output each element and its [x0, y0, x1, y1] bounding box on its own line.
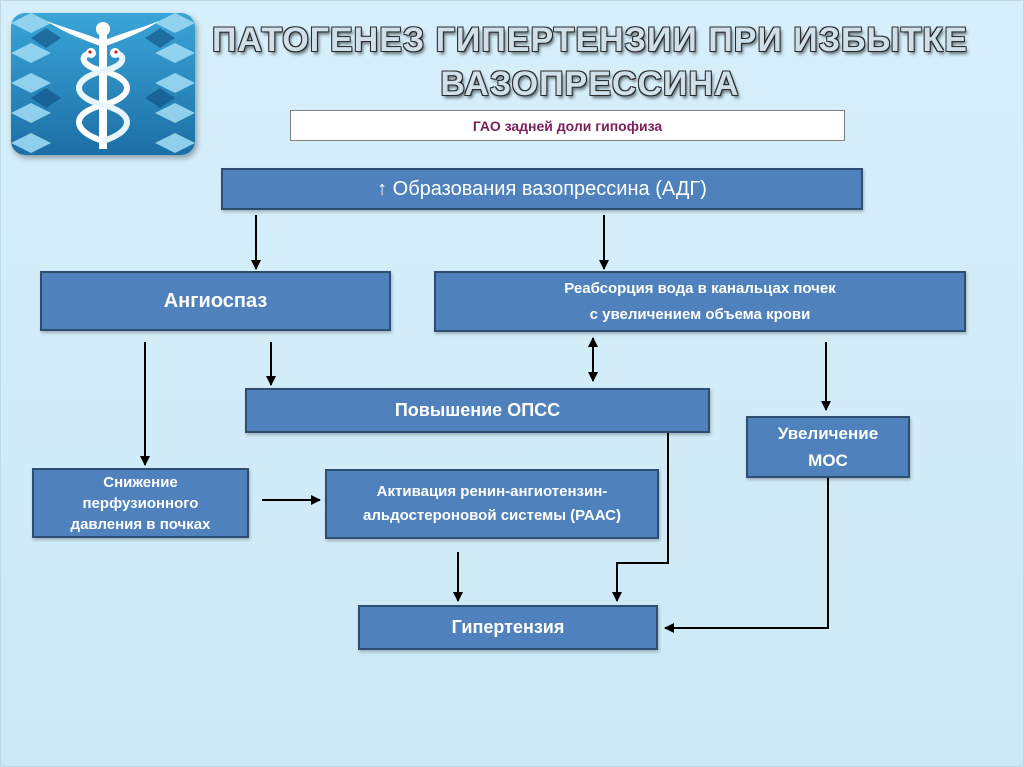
title-line-2: ВАЗОПРЕССИНА — [440, 65, 740, 103]
node-angiospasm: Ангиоспаз — [40, 271, 391, 331]
node-gao-posterior-pituitary: ГАО задней доли гипофиза — [290, 110, 845, 141]
node-hypertension: Гипертензия — [358, 605, 658, 650]
caduceus-logo — [11, 13, 195, 155]
node-perfusion-pressure-decrease: Снижение перфузионного давления в почках — [32, 468, 249, 538]
caduceus-icon — [11, 13, 195, 155]
node-vasopressin-formation: ↑ Образования вазопрессина (АДГ) — [221, 168, 863, 210]
node-opss-increase: Повышение ОПСС — [245, 388, 710, 433]
node-raas-activation: Активация ренин-ангиотензин- альдостерон… — [325, 469, 659, 539]
title-line-1: ПАТОГЕНЕЗ ГИПЕРТЕНЗИИ ПРИ ИЗБЫТКЕ — [212, 21, 968, 59]
node-reabsorption: Реабсорция вода в канальцах почек с увел… — [434, 271, 966, 332]
page-title: ПАТОГЕНЕЗ ГИПЕРТЕНЗИИ ПРИ ИЗБЫТКЕ ВАЗОПР… — [200, 18, 980, 106]
node-mos-increase: Увеличение МОС — [746, 416, 910, 478]
